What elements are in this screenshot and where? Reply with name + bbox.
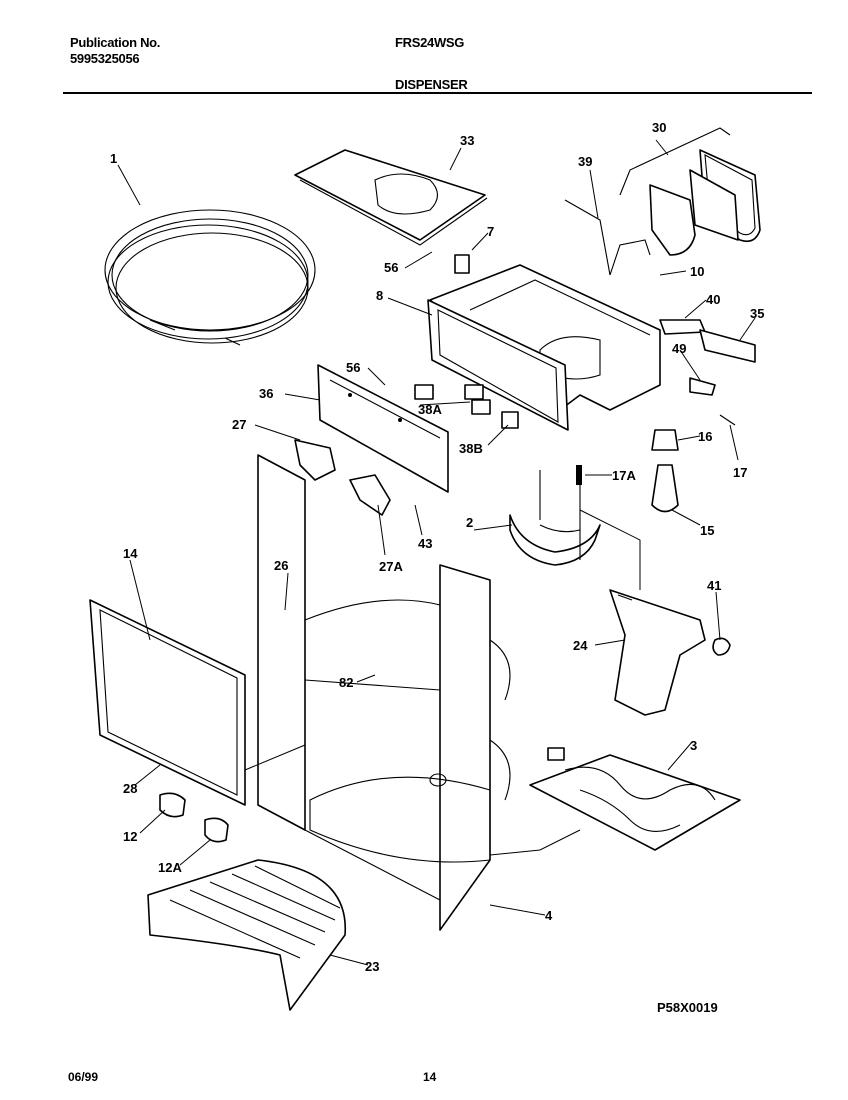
- part-cover-assembly: [619, 127, 761, 256]
- part-heater: [529, 747, 741, 851]
- part-bracket-27a: [349, 474, 391, 516]
- label-part-56-mid: 56: [346, 360, 360, 375]
- label-part-12: 12: [123, 829, 137, 844]
- label-part-40: 40: [706, 292, 720, 307]
- label-part-8: 8: [376, 288, 383, 303]
- label-part-36: 36: [259, 386, 273, 401]
- label-part-26: 26: [274, 558, 288, 573]
- publication-label: Publication No.: [70, 35, 161, 50]
- part-clip-12: [159, 792, 186, 818]
- label-part-33: 33: [460, 133, 474, 148]
- part-spring: [712, 637, 731, 656]
- label-part-7: 7: [487, 224, 494, 239]
- part-chute-ring: [509, 514, 601, 566]
- label-part-30: 30: [652, 120, 666, 135]
- footer-date: 06/99: [68, 1070, 99, 1084]
- label-part-10: 10: [690, 264, 704, 279]
- label-part-17a: 17A: [612, 468, 636, 483]
- part-clip-12a: [204, 817, 229, 843]
- label-part-16: 16: [698, 429, 712, 444]
- label-part-27: 27: [232, 417, 246, 432]
- part-drip-tray: [147, 859, 346, 1011]
- label-part-82: 82: [339, 675, 353, 690]
- part-wire-arm: [564, 199, 651, 276]
- label-part-43: 43: [418, 536, 432, 551]
- part-screws: [576, 414, 736, 513]
- label-part-2: 2: [466, 515, 473, 530]
- label-part-3: 3: [690, 738, 697, 753]
- diagram-code: P58X0019: [657, 1000, 718, 1015]
- model-number: FRS24WSG: [395, 35, 465, 50]
- publication-number: 5995325056: [70, 51, 140, 66]
- label-part-14: 14: [123, 546, 138, 561]
- label-part-49: 49: [672, 341, 686, 356]
- part-control-panel: [317, 254, 519, 493]
- part-cabinet-frame: [257, 454, 511, 931]
- part-bracket-27: [294, 439, 336, 481]
- label-part-35: 35: [750, 306, 764, 321]
- leader-lines: [117, 139, 756, 966]
- label-part-17: 17: [733, 465, 747, 480]
- footer-page-number: 14: [423, 1070, 437, 1084]
- part-actuator: [659, 319, 756, 396]
- label-part-38b: 38B: [459, 441, 483, 456]
- part-dispenser-housing: [427, 264, 661, 431]
- header-rule: [63, 92, 812, 94]
- part-labels: 1 2 3 4 7 8 10 12 12A 14 15 16 17 17A 23…: [110, 120, 764, 974]
- label-part-1: 1: [110, 151, 117, 166]
- section-title: DISPENSER: [395, 77, 468, 92]
- label-part-4: 4: [545, 908, 553, 923]
- label-part-27a: 27A: [379, 559, 403, 574]
- label-part-38a: 38A: [418, 402, 442, 417]
- part-gasket-coil: [104, 209, 316, 346]
- part-door-panel: [89, 599, 246, 806]
- label-part-15: 15: [700, 523, 714, 538]
- part-top-plate: [294, 149, 488, 246]
- label-part-12a: 12A: [158, 860, 182, 875]
- label-part-23: 23: [365, 959, 379, 974]
- label-part-28: 28: [123, 781, 137, 796]
- label-part-56-top: 56: [384, 260, 398, 275]
- part-chute: [609, 589, 706, 716]
- label-part-41: 41: [707, 578, 721, 593]
- label-part-24: 24: [573, 638, 588, 653]
- label-part-39: 39: [578, 154, 592, 169]
